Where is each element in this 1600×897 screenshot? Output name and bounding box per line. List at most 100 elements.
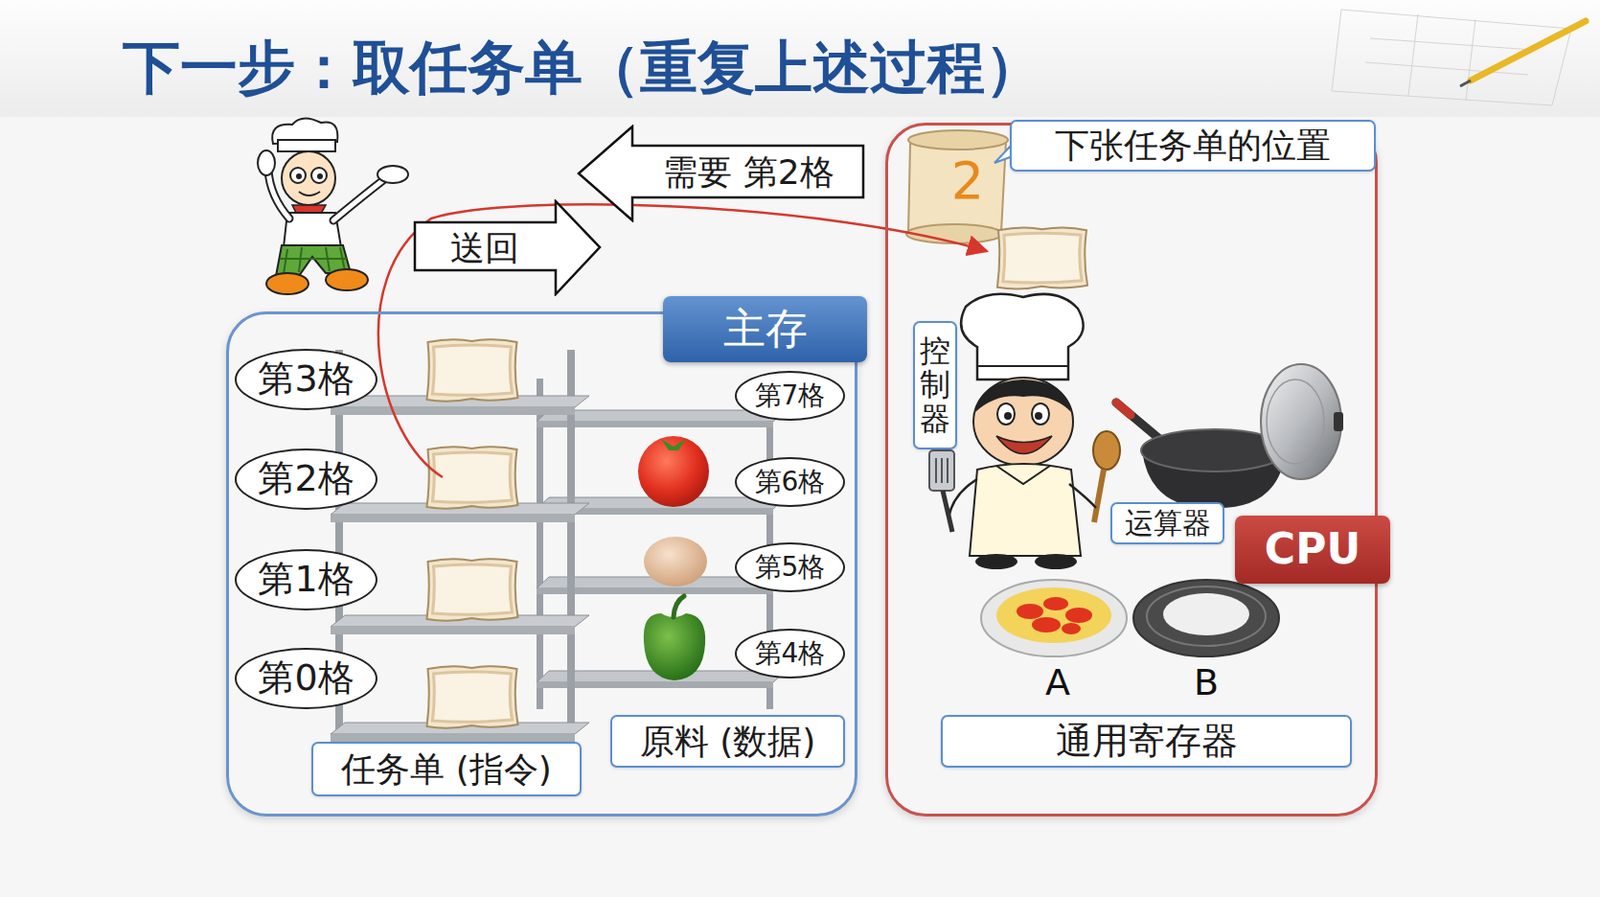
node-label: 原料 (数据) bbox=[640, 720, 817, 762]
plates-part bbox=[1016, 596, 1093, 635]
node-label: 通用寄存器 bbox=[1055, 719, 1238, 764]
chef-figure-part bbox=[936, 457, 948, 483]
plates-part-part bbox=[1016, 603, 1044, 619]
arrow-outline bbox=[414, 201, 600, 295]
wok bbox=[1116, 364, 1344, 508]
plates-part-part bbox=[1043, 596, 1069, 611]
chef-figure-part bbox=[929, 450, 955, 491]
plates-part bbox=[1133, 579, 1280, 657]
chef-figure-part bbox=[975, 553, 1018, 570]
chef-figure-part bbox=[975, 379, 1072, 412]
waiter-figure-part bbox=[277, 139, 336, 152]
register-name: B bbox=[1185, 659, 1228, 708]
storage-rack-part-part bbox=[536, 378, 544, 709]
chef-figure-part bbox=[1094, 469, 1104, 523]
node-label: 第7格 bbox=[754, 379, 826, 412]
waiter-figure-part-part bbox=[283, 249, 288, 275]
waiter-figure-part bbox=[268, 170, 290, 219]
title-band-part bbox=[1331, 9, 1572, 106]
storage-rack-part-part bbox=[330, 733, 575, 742]
title-band-part-part bbox=[1331, 9, 1572, 106]
waiter-figure-part bbox=[290, 167, 306, 183]
plates-part bbox=[1146, 586, 1266, 646]
title-band-part bbox=[0, 0, 1600, 117]
chef-figure-part bbox=[1093, 431, 1120, 470]
instruction-sheets-part bbox=[427, 339, 519, 402]
main-memory-region: 主存第3格第2格第1格第0格第7格第6格第5格第4格任务单 (指令)原料 (数据… bbox=[226, 311, 858, 817]
waiter-figure-part bbox=[333, 180, 384, 221]
fetch-curve bbox=[378, 204, 987, 478]
waiter-figure-part bbox=[268, 170, 290, 219]
instruction-sheets bbox=[427, 339, 519, 729]
title-band-part bbox=[1460, 80, 1471, 87]
node-label: 第4格 bbox=[754, 637, 826, 670]
plates-part-part bbox=[1061, 622, 1081, 635]
chef-figure-part bbox=[977, 365, 1069, 367]
fetch-curve-part bbox=[378, 204, 987, 478]
node-label: 第5格 bbox=[754, 550, 826, 584]
node-label: 第6格 bbox=[754, 465, 826, 499]
register-box: 通用寄存器 bbox=[940, 714, 1352, 768]
chef-figure-part bbox=[1031, 403, 1050, 425]
chef-figure-part bbox=[1034, 411, 1043, 420]
chef-figure-part-part bbox=[935, 457, 938, 483]
node-label: 控制器 bbox=[919, 334, 951, 436]
chef-figure-part bbox=[973, 377, 1074, 466]
wok-part bbox=[1333, 411, 1344, 432]
node-label: 第3格 bbox=[257, 357, 354, 402]
waiter-figure-part bbox=[281, 151, 336, 206]
chef-figure-part bbox=[1034, 553, 1077, 570]
slot-ellipse: 第5格 bbox=[734, 542, 846, 593]
node-label: 送回 bbox=[450, 227, 520, 269]
node-label: 第1格 bbox=[257, 557, 354, 602]
arrow-outline bbox=[578, 126, 864, 221]
ingredients-part bbox=[661, 438, 686, 451]
region-heading: 主存 bbox=[662, 296, 868, 363]
chef-figure-part bbox=[996, 435, 1052, 455]
ingredients-part bbox=[638, 435, 709, 507]
callout-number: 2 bbox=[941, 149, 994, 213]
ingredients-part bbox=[673, 595, 685, 618]
chef-figure-part-part bbox=[940, 457, 943, 483]
slot-ellipse: 第4格 bbox=[734, 628, 846, 679]
title-band-part bbox=[1470, 21, 1586, 81]
plates bbox=[981, 579, 1280, 657]
node-label: 第2格 bbox=[257, 457, 354, 502]
waiter-figure-part bbox=[377, 165, 409, 183]
register-name: A bbox=[1045, 661, 1071, 706]
scroll-icon-part bbox=[908, 137, 1006, 238]
callout-box: 下张任务单的位置 bbox=[1009, 119, 1376, 172]
chef-figure-part bbox=[942, 490, 953, 532]
title-band-part-part bbox=[1408, 14, 1418, 96]
chef-figure-part bbox=[960, 294, 1084, 380]
waiter-figure-part bbox=[325, 269, 368, 291]
storage-rack-part-part bbox=[330, 626, 575, 635]
instruction-sheets-part bbox=[427, 665, 519, 729]
slide-title: 下一步：取任务单（重复上述过程） bbox=[122, 32, 1043, 102]
storage-rack bbox=[330, 349, 786, 748]
instruction-sheets-part bbox=[427, 558, 519, 621]
storage-rack-part-part bbox=[330, 514, 575, 523]
title-band-part-part bbox=[1370, 38, 1533, 50]
wok-part bbox=[1260, 364, 1342, 480]
controller-box: 控制器 bbox=[913, 320, 958, 450]
waiter-figure-part bbox=[257, 150, 275, 176]
waiter-figure-part bbox=[298, 191, 320, 196]
instruction-sheets-part bbox=[427, 446, 519, 509]
data-label-box: 原料 (数据) bbox=[610, 714, 846, 768]
chef-figure bbox=[929, 294, 1120, 570]
node-label: 下张任务单的位置 bbox=[1054, 124, 1331, 166]
chef-figure-part bbox=[969, 463, 1081, 556]
wok-part bbox=[1266, 379, 1325, 464]
callout-number: 2 bbox=[951, 150, 984, 213]
plates-part bbox=[996, 587, 1112, 643]
waiter-figure-part-part bbox=[279, 257, 347, 260]
cpu-region: CPU下张任务单的位置控制器运算器通用寄存器 bbox=[885, 122, 1378, 817]
slot-ellipse: 第6格 bbox=[734, 457, 846, 507]
slot-ellipse: 第1格 bbox=[234, 548, 378, 611]
node-label: 任务单 (指令) bbox=[341, 748, 552, 790]
scroll-icon-part bbox=[908, 130, 1008, 150]
slot-ellipse: 第0格 bbox=[234, 647, 378, 709]
region-heading: CPU bbox=[1234, 515, 1391, 584]
wok-part bbox=[1116, 402, 1131, 415]
